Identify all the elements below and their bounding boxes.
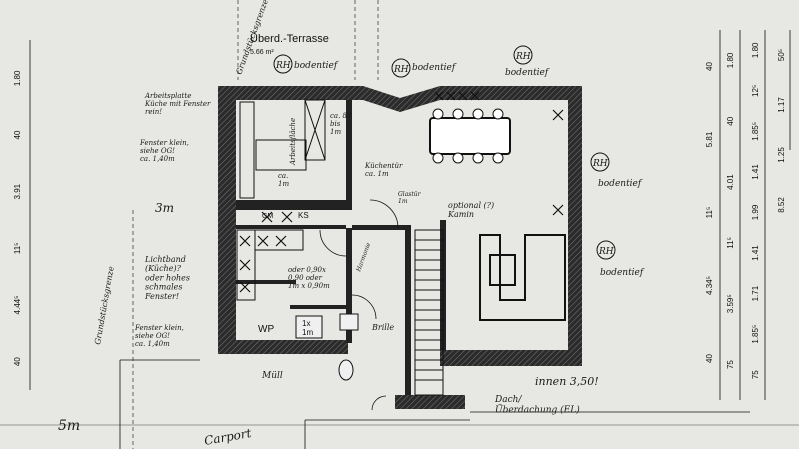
door-swings bbox=[319, 199, 399, 411]
terrace-area: 5.66 m² bbox=[250, 49, 274, 56]
svg-text:bodentief: bodentief bbox=[505, 68, 550, 78]
svg-text:bodentief: bodentief bbox=[294, 61, 339, 71]
dim-label-right2: 40 bbox=[726, 116, 735, 125]
window-marks bbox=[239, 91, 564, 293]
svg-text:bodentief: bodentief bbox=[600, 268, 645, 278]
dim-label-right3: 75 bbox=[751, 370, 760, 379]
dimension-lines bbox=[29, 30, 791, 400]
note-brille: Brille bbox=[371, 323, 394, 332]
svg-text:RH: RH bbox=[393, 65, 409, 75]
dim-label-left: 3.91 bbox=[13, 183, 22, 199]
label-gm: GM bbox=[262, 213, 273, 220]
rh-marker-4: RH bodentief bbox=[590, 152, 643, 189]
dim-label-right3: 1.85⁵ bbox=[751, 122, 760, 141]
dim-label-right1: 40 bbox=[705, 354, 714, 363]
label-wp: WP bbox=[258, 324, 274, 335]
sofa bbox=[479, 234, 566, 321]
dim-label-right1: 40 bbox=[705, 62, 714, 71]
dim-label-right3: 1.85⁵ bbox=[751, 325, 760, 344]
dim-label-right1: 5.81 bbox=[705, 131, 714, 147]
note-kamin: optional (?)Kamin bbox=[447, 201, 494, 219]
dim-label-left: 11⁵ bbox=[13, 243, 22, 255]
label-ks: KS bbox=[298, 211, 309, 220]
kitchen-fixtures bbox=[236, 99, 326, 301]
dim-label-right2: 75 bbox=[726, 360, 735, 369]
dining-table bbox=[429, 108, 511, 164]
dim-label-left: 4.44⁵ bbox=[13, 296, 22, 315]
note-arbeitsflaeche: Arbeitsfläche bbox=[289, 118, 297, 166]
dimension-labels-left: 1.80 40 3.91 11⁵ 4.44⁵ 40 bbox=[13, 70, 22, 366]
dim-label-right3: 1.41 bbox=[751, 245, 760, 261]
dim-label-right3: 1.99 bbox=[751, 204, 760, 220]
dim-label-right3: 1.41 bbox=[751, 164, 760, 180]
rh-marker-2: RH bodentief bbox=[391, 58, 457, 78]
staircase bbox=[414, 229, 444, 396]
dim-label-right4: 50⁵ bbox=[777, 49, 786, 61]
svg-text:RH: RH bbox=[592, 159, 608, 169]
note-5m: 5m bbox=[58, 418, 80, 434]
dim-label-left: 40 bbox=[13, 357, 22, 366]
rh-marker-1: RH bodentief bbox=[273, 54, 339, 74]
note-fenster-2: Fenster klein,siehe OG!ca. 1,40m bbox=[134, 324, 184, 348]
bath-fixtures bbox=[295, 313, 359, 381]
note-fenster-1: Fenster klein,siehe OG!ca. 1,40m bbox=[139, 139, 189, 163]
dim-label-right2: 4.01 bbox=[726, 174, 735, 190]
dim-label-left: 1.80 bbox=[13, 70, 22, 86]
svg-text:RH: RH bbox=[275, 61, 291, 71]
dim-label-right2: 11⁵ bbox=[726, 237, 735, 249]
dim-label-right2: 1.80 bbox=[726, 52, 735, 68]
label-muell: Müll bbox=[261, 371, 283, 381]
svg-text:bodentief: bodentief bbox=[598, 179, 643, 189]
dim-label-right3: 12⁵ bbox=[751, 85, 760, 97]
svg-text:RH: RH bbox=[598, 247, 614, 257]
note-3m: 3m bbox=[155, 201, 174, 215]
rh-marker-3: RH bodentief bbox=[505, 45, 550, 78]
dim-label-right4: 1.17 bbox=[777, 97, 786, 113]
dim-label-right1: 4.34⁵ bbox=[705, 276, 714, 295]
misc-lines bbox=[119, 359, 750, 449]
note-innen: innen 3,50! bbox=[535, 375, 599, 388]
note-ca-1m: ca.1m bbox=[278, 172, 289, 188]
dim-label-left: 40 bbox=[13, 130, 22, 139]
dim-label-right4: 8.52 bbox=[777, 197, 786, 213]
dimension-labels-right: 40 5.81 11⁵ 4.34⁵ 40 1.80 40 4.01 11⁵ 3.59⁵ 75 1.80… bbox=[705, 42, 786, 379]
dim-label-right3: 1.71 bbox=[751, 285, 760, 301]
outer-walls bbox=[218, 86, 582, 409]
terrace-label: Überd.-Terrasse bbox=[250, 33, 329, 45]
dim-label-right4: 1.25 bbox=[777, 147, 786, 163]
dim-label-right2: 3.59⁵ bbox=[726, 294, 735, 313]
svg-text:RH: RH bbox=[515, 52, 531, 62]
note-dach: Dach/Überdachung (EL) bbox=[494, 395, 580, 415]
dim-label-right1: 11⁵ bbox=[705, 207, 714, 219]
rh-marker-5: RH bodentief bbox=[596, 240, 645, 278]
svg-text:bodentief: bodentief bbox=[412, 63, 457, 73]
dim-label-right3: 1.80 bbox=[751, 42, 760, 58]
